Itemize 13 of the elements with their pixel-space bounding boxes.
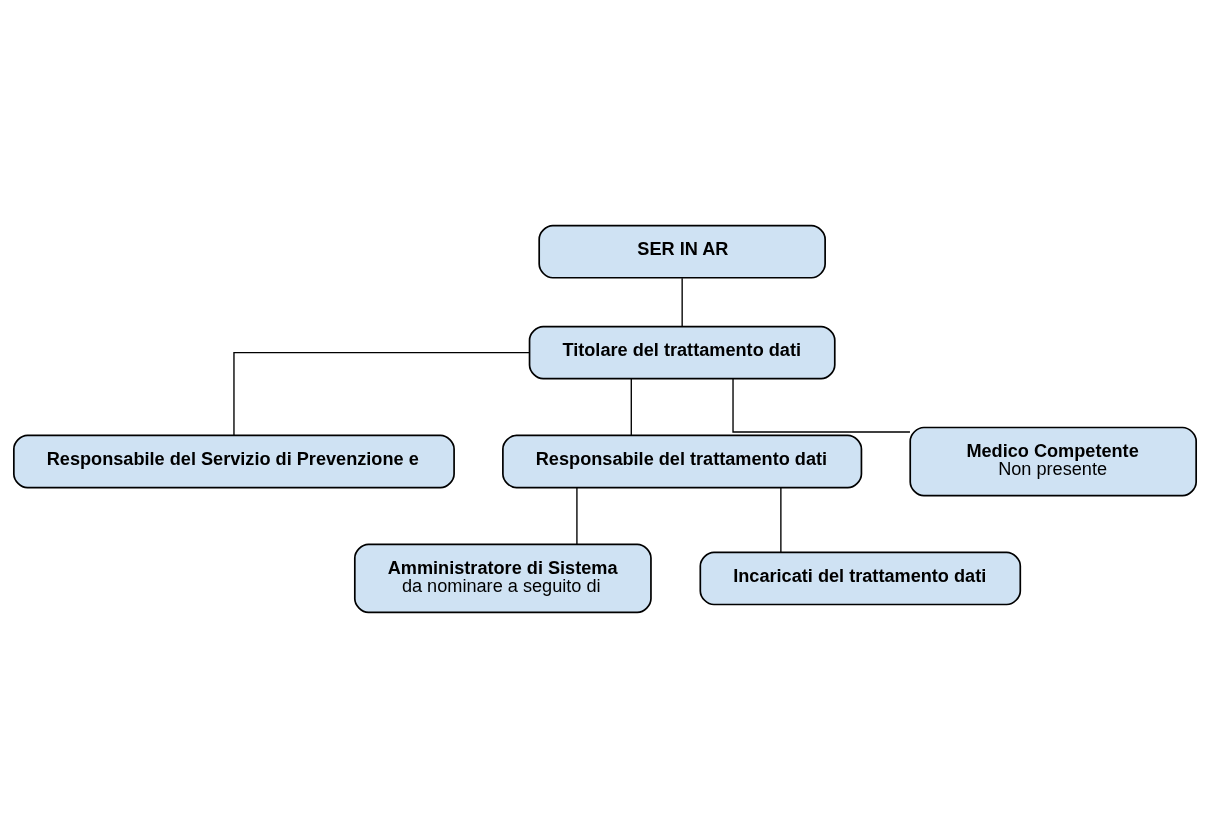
connector — [233, 351, 531, 436]
connector — [681, 277, 683, 327]
node-box: Amministratore di Sistema da nominare a seguito di — [353, 543, 652, 614]
node-box: Responsabile del trattamento dati — [502, 434, 863, 489]
node-box: Medico Competente Non presente — [909, 426, 1197, 497]
node-box: Titolare del trattamento dati — [528, 325, 836, 380]
connector — [576, 487, 578, 545]
node-box: SER IN AR — [538, 224, 826, 279]
connector — [780, 487, 782, 553]
connector — [630, 378, 632, 437]
node-box: Responsabile del Servizio di Prevenzione e — [13, 434, 455, 489]
connector — [732, 378, 911, 433]
node-box: Incaricati del trattamento dati — [699, 551, 1022, 606]
